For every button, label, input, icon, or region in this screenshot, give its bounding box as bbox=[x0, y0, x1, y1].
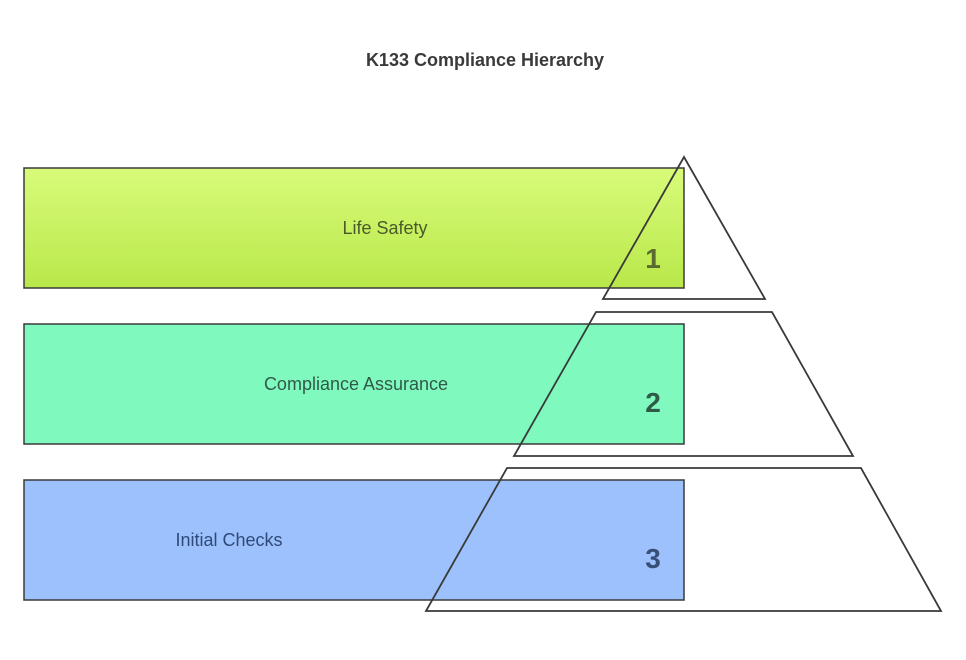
layer-3-label: Initial Checks bbox=[175, 530, 282, 550]
pyramid-tier-2 bbox=[512, 311, 855, 457]
layer-2-number: 2 bbox=[645, 387, 661, 418]
layer-1-number: 1 bbox=[645, 243, 661, 274]
layer-1-label: Life Safety bbox=[342, 218, 427, 238]
layer-3-number: 3 bbox=[645, 543, 661, 574]
layer-2-label: Compliance Assurance bbox=[264, 374, 448, 394]
diagram-title: K133 Compliance Hierarchy bbox=[366, 50, 604, 70]
layer-initial-checks: Initial Checks 3 bbox=[23, 479, 685, 601]
layer-2-box bbox=[23, 323, 685, 445]
layer-3-box bbox=[23, 479, 685, 601]
pyramid-outline bbox=[424, 155, 943, 612]
layer-life-safety: Life Safety 1 bbox=[23, 167, 685, 289]
pyramid-tier-3 bbox=[424, 467, 943, 612]
layer-compliance-assurance: Compliance Assurance 2 bbox=[23, 323, 685, 445]
layer-1-box bbox=[23, 167, 685, 289]
pyramid-tier-1 bbox=[601, 155, 767, 300]
